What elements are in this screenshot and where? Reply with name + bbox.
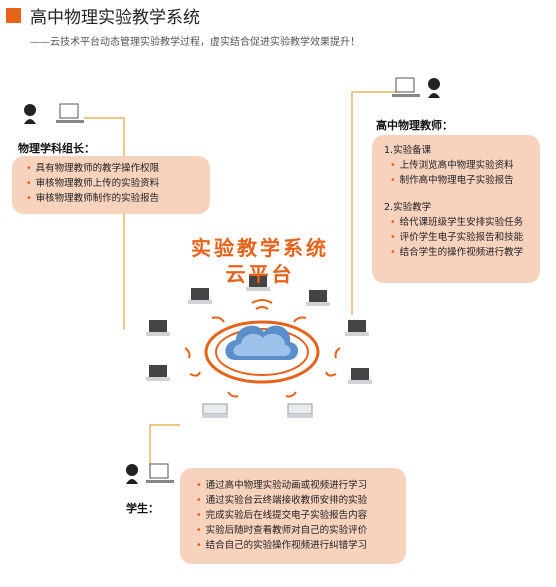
student-item: 结合自己的实验操作视频进行纠错学习: [196, 538, 368, 553]
signal-rings: [204, 320, 320, 384]
leader-list: 具有物理教师的教学操作权限 审核物理教师上传的实验资料 审核物理教师制作的实验报…: [26, 161, 160, 206]
teacher-connector: [351, 91, 398, 315]
title-marker: [6, 8, 21, 23]
wifi-signal-icon: [184, 299, 341, 398]
teacher-item: 给代课班级学生安排实验任务: [390, 215, 524, 230]
teacher-section-title: 2.实验教学: [384, 202, 432, 213]
cloud-icon: [225, 325, 299, 360]
teacher-panel: 1.实验备课 上传浏览高中物理实验资料 制作高中物理电子实验报告 2.实验教学 …: [372, 135, 540, 283]
teacher-item: 制作高中物理电子实验报告: [390, 173, 523, 188]
page-subtitle: ——云技术平台动态管理实验教学过程，虚实结合促进实验教学效果提升！: [30, 37, 360, 48]
leader-item: 审核物理教师上传的实验资料: [26, 176, 160, 191]
teacher-label: 高中物理教师：: [376, 119, 453, 132]
student-item: 通过实验台云终端接收教师安排的实验: [196, 493, 368, 508]
teacher-section-title: 1.实验备课: [384, 145, 432, 156]
teacher-item: 上传浏览高中物理实验资料: [390, 158, 523, 173]
platform-title-line1: 实验教学系统: [191, 236, 329, 260]
leader-item: 具有物理教师的教学操作权限: [26, 161, 160, 176]
laptop-icon: [146, 275, 372, 418]
teacher-list-2: 给代课班级学生安排实验任务 评价学生电子实验报告和技能 结合学生的操作视频进行教…: [384, 215, 524, 260]
leader-panel: 具有物理教师的教学操作权限 审核物理教师上传的实验资料 审核物理教师制作的实验报…: [12, 156, 210, 214]
leader-connector: [84, 117, 125, 330]
student-item: 通过高中物理实验动画或视频进行学习: [196, 478, 368, 493]
platform-title-line2: 云平台: [225, 262, 295, 286]
person-computer-icon: [24, 77, 440, 484]
teacher-list-1: 上传浏览高中物理实验资料 制作高中物理电子实验报告: [384, 158, 523, 188]
teacher-item: 结合学生的操作视频进行教学: [390, 245, 524, 260]
student-list: 通过高中物理实验动画或视频进行学习 通过实验台云终端接收教师安排的实验 完成实验…: [196, 478, 368, 553]
leader-item: 审核物理教师制作的实验报告: [26, 191, 160, 206]
teacher-item: 评价学生电子实验报告和技能: [390, 230, 524, 245]
leader-label: 物理学科组长：: [18, 142, 95, 155]
student-item: 实验后随时查看教师对自己的实验评价: [196, 523, 368, 538]
student-label: 学生：: [126, 502, 159, 515]
page-title: 高中物理实验教学系统: [30, 8, 200, 28]
student-item: 完成实验后在线提交电子实验报告内容: [196, 508, 368, 523]
student-panel: 通过高中物理实验动画或视频进行学习 通过实验台云终端接收教师安排的实验 完成实验…: [180, 468, 406, 564]
